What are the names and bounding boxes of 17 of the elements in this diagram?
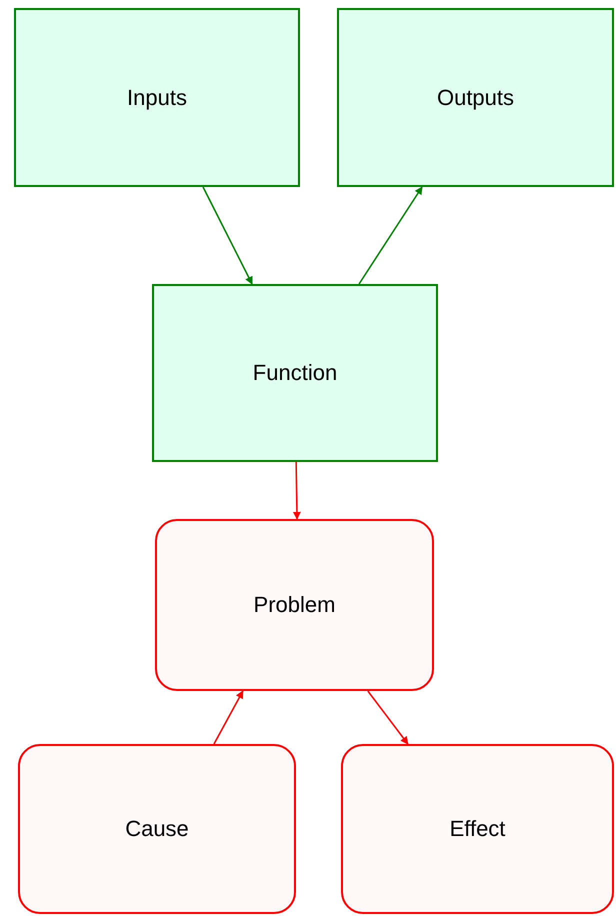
rounded-box (155, 519, 434, 691)
process-box (14, 8, 300, 187)
node-label: Function (252, 360, 338, 386)
rounded-box (341, 744, 614, 914)
node-label: Inputs (127, 84, 187, 110)
node-label: Outputs (436, 84, 514, 110)
process-box (152, 284, 438, 462)
node-label: Cause (125, 816, 189, 842)
arrow (213, 690, 244, 744)
arrow (292, 462, 301, 520)
process-box (337, 8, 614, 187)
node-label: Problem (254, 592, 336, 618)
arrow (202, 186, 253, 285)
rounded-box (18, 744, 296, 914)
arrow (358, 186, 423, 284)
arrow (367, 690, 408, 745)
node-label: Effect (450, 816, 506, 842)
